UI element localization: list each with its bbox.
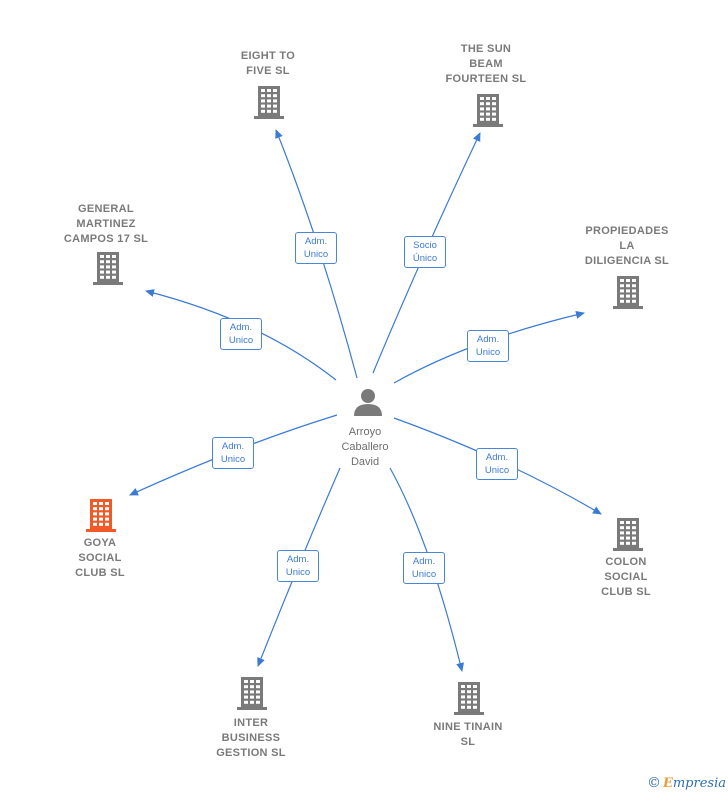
building-icon-nine-tinain[interactable] (454, 682, 484, 715)
company-label-eight-to-five[interactable]: EIGHT TO FIVE SL (240, 50, 296, 77)
building-icon-propiedades[interactable] (613, 276, 643, 309)
company-label-general-martinez[interactable]: GENERAL MARTINEZ CAMPOS 17 SL (63, 203, 149, 245)
relation-badge-goya: Adm. Unico (212, 437, 254, 469)
relation-badge-colon: Adm. Unico (476, 448, 518, 480)
empresia-brand[interactable]: ©Empresia (647, 775, 726, 791)
relation-badge-general-martinez: Adm. Unico (220, 318, 262, 350)
company-label-goya[interactable]: GOYA SOCIAL CLUB SL (75, 537, 125, 579)
relation-badge-nine-tinain: Adm. Unico (403, 552, 445, 584)
relation-badge-sun-beam: Socio Único (404, 236, 446, 268)
person-name[interactable]: Arroyo Caballero David (341, 426, 389, 468)
building-icon-sun-beam[interactable] (473, 94, 503, 127)
building-icon-colon[interactable] (613, 518, 643, 551)
building-icon-goya[interactable] (86, 499, 116, 532)
company-label-propiedades[interactable]: PROPIEDADES LA DILIGENCIA SL (584, 225, 670, 267)
company-label-nine-tinain[interactable]: NINE TINAIN SL (433, 721, 503, 748)
building-icon-general-martinez[interactable] (93, 252, 123, 285)
relation-badge-propiedades: Adm. Unico (467, 330, 509, 362)
company-label-sun-beam[interactable]: THE SUN BEAM FOURTEEN SL (445, 43, 527, 85)
brand-initial: E (662, 776, 673, 791)
company-label-inter[interactable]: INTER BUSINESS GESTION SL (216, 717, 286, 759)
building-icon-inter[interactable] (237, 677, 267, 710)
relation-badge-inter: Adm. Unico (277, 550, 319, 582)
icon-layer (86, 86, 643, 715)
company-label-colon[interactable]: COLON SOCIAL CLUB SL (601, 556, 651, 598)
person-icon[interactable] (354, 389, 382, 416)
copyright-icon: © (646, 775, 661, 791)
building-icon-eight-to-five[interactable] (254, 86, 284, 119)
relation-badge-eight-to-five: Adm. Unico (295, 232, 337, 264)
brand-name: mpresia (672, 776, 726, 791)
